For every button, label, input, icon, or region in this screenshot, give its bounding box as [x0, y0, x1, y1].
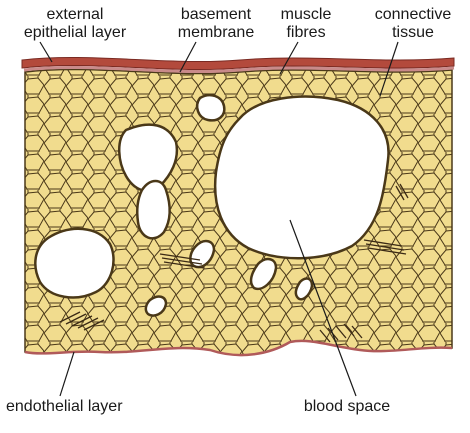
label-blood-space: blood space	[284, 398, 410, 416]
label-line-1: external	[0, 6, 150, 24]
label-line-2: membrane	[162, 24, 270, 42]
blood-space-large	[215, 97, 388, 259]
label-line-2: fibres	[271, 24, 341, 42]
label-connective-tissue: connective tissue	[358, 6, 468, 42]
label-line-2: epithelial layer	[0, 24, 150, 42]
blood-space-upper-center	[197, 95, 224, 120]
label-basement-membrane: basement membrane	[162, 6, 270, 42]
label-line-1: basement	[162, 6, 270, 24]
leader-endothelial	[60, 352, 74, 396]
label-muscle-fibres: muscle fibres	[271, 6, 341, 42]
label-line-1: muscle	[271, 6, 341, 24]
blood-space-left-mid	[137, 181, 169, 238]
blood-space-left-lower	[35, 229, 113, 298]
label-line-2: tissue	[358, 24, 468, 42]
label-external-epithelial-layer: external epithelial layer	[0, 6, 150, 42]
label-line-1: connective	[358, 6, 468, 24]
label-endothelial-layer: endothelial layer	[6, 398, 196, 416]
